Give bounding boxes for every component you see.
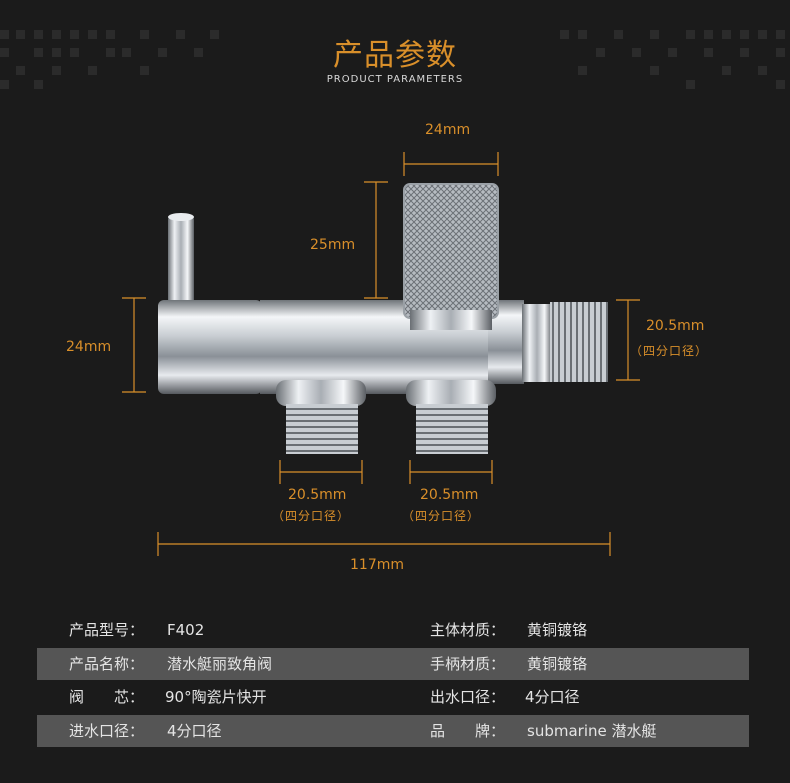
page-subtitle: PRODUCT PARAMETERS xyxy=(326,74,464,85)
knurled-cap xyxy=(403,183,499,330)
spec-value: 4分口径 xyxy=(167,722,222,740)
spec-row: 进水口径： 4分口径 品 牌： submarine 潜水艇 xyxy=(37,715,749,747)
spec-label: 产品型号： xyxy=(69,621,145,639)
dim-body-height: 24mm xyxy=(66,339,112,355)
dim-handle-height: 25mm xyxy=(310,237,356,253)
dimension-lines xyxy=(122,152,640,556)
spec-value: 潜水艇丽致角阀 xyxy=(167,655,273,673)
decor-pattern-left xyxy=(0,30,240,90)
right-outlet-thread xyxy=(522,302,608,382)
spec-label: 手柄材质： xyxy=(430,655,506,673)
dim-total-length: 117mm xyxy=(350,557,404,573)
dim-bottom-left: 20.5mm xyxy=(288,487,347,503)
valve-body xyxy=(158,300,524,394)
page-title: 产品参数 xyxy=(333,38,457,73)
decor-pattern-right xyxy=(560,30,790,90)
dim-right-outlet: 20.5mm xyxy=(646,318,705,334)
spec-label: 进水口径： xyxy=(69,722,145,740)
spec-label: 品 牌： xyxy=(430,722,506,740)
dim-bottom-right: 20.5mm xyxy=(420,487,479,503)
bottom-right-outlet xyxy=(406,380,496,454)
spec-label: 阀 芯： xyxy=(69,688,145,706)
valve-illustration xyxy=(122,152,640,556)
dim-bottom-right-note: （四分口径） xyxy=(402,509,481,523)
spec-value: 黄铜镀铬 xyxy=(527,621,588,639)
spec-label: 主体材质： xyxy=(430,621,506,639)
spec-row: 阀 芯： 90°陶瓷片快开 出水口径： 4分口径 xyxy=(37,681,749,713)
spec-value: 90°陶瓷片快开 xyxy=(165,688,267,706)
spec-value: 4分口径 xyxy=(525,688,580,706)
spec-row: 产品名称： 潜水艇丽致角阀 手柄材质： 黄铜镀铬 xyxy=(37,648,749,680)
spec-label: 产品名称： xyxy=(69,655,145,673)
spec-row: 产品型号： F402 主体材质： 黄铜镀铬 xyxy=(37,614,749,646)
lever-handle xyxy=(168,213,194,306)
bottom-left-outlet xyxy=(276,380,366,454)
dim-bottom-left-note: （四分口径） xyxy=(272,509,351,523)
spec-value: 黄铜镀铬 xyxy=(527,655,588,673)
dim-right-outlet-note: （四分口径） xyxy=(630,344,709,358)
dim-top-width: 24mm xyxy=(425,122,471,138)
spec-value: submarine 潜水艇 xyxy=(527,722,657,740)
spec-label: 出水口径： xyxy=(430,688,506,706)
spec-value: F402 xyxy=(167,621,205,639)
